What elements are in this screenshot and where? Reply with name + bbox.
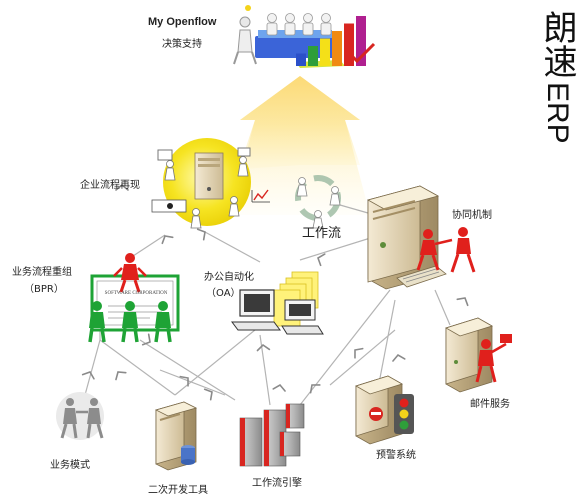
title-cjk: 朗速 [537, 10, 577, 78]
openflow-title: My Openflow [148, 16, 217, 28]
decision-bar-chart [296, 16, 366, 66]
decision-bar-1 [296, 53, 306, 66]
secondary-dev-label: 二次开发工具 [148, 485, 208, 496]
bpr-sub: （BPR） [24, 284, 64, 295]
oa-label: 办公自动化 [204, 272, 254, 283]
collaboration-people [416, 227, 476, 273]
alert-system-illustration [355, 375, 414, 445]
workflow-engine-illustration [239, 403, 305, 467]
upward-glow-arrow [200, 76, 370, 215]
certificate-text: SOFTWARE CORPORATION [104, 291, 168, 296]
collaboration-server-illustration [366, 185, 447, 290]
workflow-illustration [295, 175, 341, 229]
openflow-sub: 决策支持 [162, 39, 202, 50]
workflow-label: 工作流 [302, 226, 342, 241]
collaboration-label: 协同机制 [452, 210, 492, 221]
bpr-green-people [88, 301, 172, 343]
secondary-dev-illustration [154, 401, 198, 471]
title-en: ERP [541, 82, 574, 144]
process-reproduce-illustration [151, 138, 270, 229]
decision-bar-3 [320, 38, 330, 66]
alert-label: 预警系统 [376, 450, 416, 461]
business-model-label: 业务模式 [50, 460, 90, 471]
mail-label: 邮件服务 [470, 399, 510, 410]
oa-illustration [231, 271, 324, 335]
bpr-red-person [113, 253, 147, 293]
decision-bar-5 [344, 23, 354, 66]
oa-sub: （OA） [206, 288, 241, 299]
decision-bar-4 [332, 31, 342, 66]
vertical-title: 朗速 ERP [534, 10, 580, 200]
process-reproduce-label: 企业流程再现 [80, 180, 140, 191]
checkmark-icon [348, 42, 376, 64]
workflow-engine-label: 工作流引擎 [252, 478, 302, 489]
mail-red-person [475, 334, 512, 383]
decision-bar-2 [308, 46, 318, 66]
decision-bar-6 [356, 16, 366, 66]
bpr-label: 业务流程重组 [12, 267, 72, 278]
business-model-illustration [56, 392, 104, 440]
